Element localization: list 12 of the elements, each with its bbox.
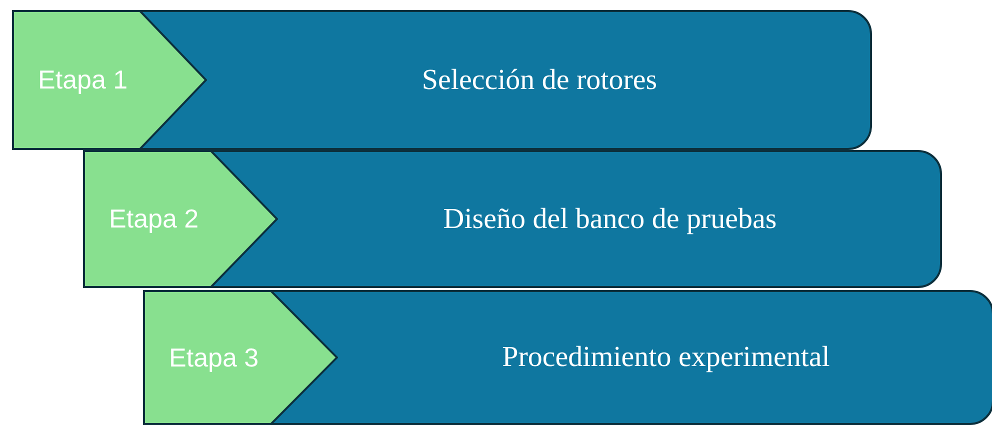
stage-tag — [83, 150, 278, 288]
step-title: Diseño del banco de pruebas — [443, 202, 777, 236]
step-bar — [140, 10, 872, 150]
step-title: Procedimiento experimental — [502, 341, 830, 374]
stage-label: Etapa 3 — [169, 342, 259, 373]
stage-tag — [12, 10, 207, 150]
step-title: Selección de rotores — [422, 64, 658, 96]
stage-label: Etapa 1 — [38, 64, 128, 96]
stage-tag — [143, 290, 338, 425]
stage-label: Etapa 2 — [109, 204, 199, 234]
step-bar — [211, 150, 942, 288]
step-bar — [271, 290, 992, 425]
